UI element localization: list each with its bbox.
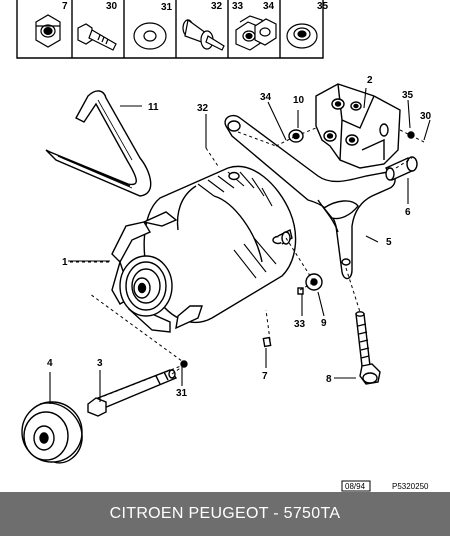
fastener-legend <box>16 0 324 59</box>
flanged-bolt-icon <box>182 18 225 51</box>
callout-34: 34 <box>260 92 272 103</box>
legend-number-35: 35 <box>317 1 329 12</box>
idler-pulley <box>21 401 83 464</box>
small-nut <box>262 336 272 348</box>
flat-washer-icon <box>133 22 167 50</box>
callout-8: 8 <box>326 374 332 385</box>
callout-31: 31 <box>176 388 188 399</box>
tension-rod <box>385 156 418 181</box>
drive-belt <box>45 90 152 197</box>
hex-nut-icon <box>35 14 61 48</box>
conical-washer-icon <box>286 23 318 49</box>
legend-number-34: 34 <box>263 1 275 12</box>
legend-number-33: 33 <box>232 1 244 12</box>
callout-11: 11 <box>148 102 159 113</box>
exploded-parts-diagram: 7 30 31 32 33 34 35 <box>16 0 432 492</box>
callout-7: 7 <box>262 371 268 382</box>
date-code: 08/94 <box>345 482 366 491</box>
caption-bar: CITROEN PEUGEOT - 5750TA <box>0 492 450 536</box>
alternator <box>111 165 297 333</box>
callout-5: 5 <box>386 237 392 248</box>
bolt-icon <box>77 23 117 51</box>
small-nut <box>297 287 304 295</box>
callout-35: 35 <box>402 90 414 101</box>
long-bolt <box>355 311 381 385</box>
spacer-ring <box>305 273 323 291</box>
callout-3: 3 <box>97 358 103 369</box>
callout-33: 33 <box>294 319 306 330</box>
mounting-bracket <box>315 83 401 169</box>
leader-lines <box>49 87 431 404</box>
date-code-box: 08/94 <box>341 480 371 492</box>
callout-32: 32 <box>197 103 209 114</box>
legend-number-30: 30 <box>106 1 118 12</box>
callout-30: 30 <box>420 111 432 122</box>
main-bracket <box>224 114 396 280</box>
assembly-lines <box>70 127 425 397</box>
callout-1: 1 <box>62 257 68 268</box>
callout-2: 2 <box>367 75 373 86</box>
caption-text: CITROEN PEUGEOT - 5750TA <box>109 505 341 522</box>
legend-number-7: 7 <box>62 1 68 12</box>
lock-nut-icon <box>254 18 277 46</box>
pivot-bolt <box>87 369 178 417</box>
legend-number-32: 32 <box>211 1 223 12</box>
callout-6: 6 <box>405 207 411 218</box>
legend-number-31: 31 <box>161 2 173 13</box>
callout-10: 10 <box>293 95 305 106</box>
callout-4: 4 <box>47 358 53 369</box>
reference-code: P5320250 <box>392 482 429 491</box>
callout-9: 9 <box>321 318 327 329</box>
